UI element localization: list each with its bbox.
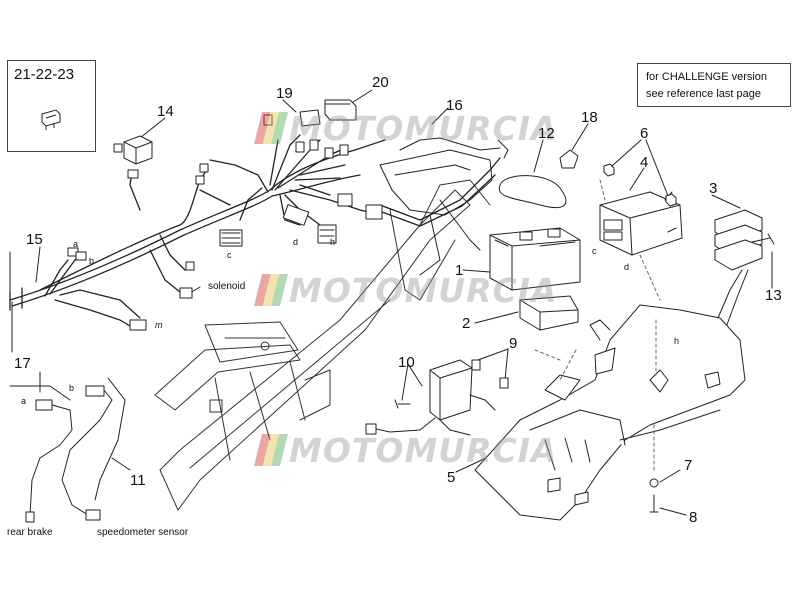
- part-number-1: 1: [455, 262, 464, 279]
- part-number-2b: 2: [462, 315, 471, 332]
- part-number-18: 18: [581, 109, 598, 126]
- part-number-9: 9: [509, 335, 518, 352]
- leader-lines: [35, 89, 773, 516]
- connector-letter-m1: m: [155, 320, 163, 330]
- part-number-13: 13: [765, 287, 782, 304]
- part-number-5: 5: [447, 469, 456, 486]
- watermark-top: MOTOMURCIA: [254, 108, 558, 150]
- part-number-19: 19: [276, 85, 293, 102]
- caption-rear-brake: rear brake: [7, 527, 53, 538]
- connector-letter-h1: h: [330, 237, 336, 247]
- ecu-nuts-6: [603, 163, 677, 207]
- part-number-8: 8: [689, 509, 698, 526]
- fuse-inset-box: 21-22-23: [7, 60, 96, 152]
- side-bracket: [9, 251, 13, 353]
- connector-letter-b1: b: [89, 256, 95, 266]
- part-number-12: 12: [538, 125, 555, 142]
- watermark-middle: MOTOMURCIA: [254, 270, 558, 312]
- rear-brake-switch-17: [9, 385, 73, 523]
- connector-letter-c2: c: [592, 246, 597, 256]
- challenge-note-line1: for CHALLENGE version: [646, 71, 768, 83]
- connector-letter-a2: a: [21, 396, 27, 406]
- harness-connectors: [67, 114, 383, 331]
- connector-letter-c1: c: [227, 250, 232, 260]
- undertray: [474, 304, 746, 521]
- relay-14: [113, 135, 153, 165]
- tail-cowl: [379, 149, 493, 276]
- battery-1: [489, 227, 581, 291]
- part-number-6: 6: [640, 125, 649, 142]
- part-number-4: 4: [640, 154, 649, 171]
- part-number-17: 17: [14, 355, 31, 372]
- battery-cable-16: [399, 137, 509, 159]
- screw-8: [649, 478, 659, 513]
- battery-tray-2: [519, 295, 579, 331]
- part-number-14: 14: [157, 103, 174, 120]
- connector-letter-b2: b: [69, 383, 75, 393]
- connector-letter-d1: d: [293, 237, 299, 247]
- part-number-20: 20: [372, 74, 389, 91]
- part-number-16: 16: [446, 97, 463, 114]
- caption-solenoid: solenoid: [208, 281, 246, 292]
- fuse-icon: [41, 109, 61, 130]
- relay-19: [299, 109, 321, 127]
- connector-letter-d2: d: [624, 262, 630, 272]
- ecu-4: [599, 191, 683, 256]
- fuse-inset-label: 21-22-23: [14, 66, 75, 83]
- watermark-bottom: MOTOMURCIA: [254, 430, 558, 472]
- rubber-band-12: [498, 175, 567, 209]
- challenge-note-line2: see reference last page: [646, 88, 761, 100]
- relay-20: [324, 99, 357, 121]
- rear-frame: [154, 179, 491, 511]
- connector-letter-h2: h: [674, 336, 680, 346]
- speedometer-sensor-11: [61, 377, 126, 521]
- part-number-15: 15: [26, 231, 43, 248]
- caption-speedometer-sensor: speedometer sensor: [97, 527, 189, 538]
- control-module: [365, 359, 509, 436]
- part-number-7: 7: [684, 457, 693, 474]
- relay-18: [559, 149, 579, 169]
- challenge-note-box: for CHALLENGE version see reference last…: [637, 63, 791, 107]
- assembly-guides: [534, 179, 661, 471]
- main-harness: [9, 134, 501, 327]
- part-number-11: 11: [130, 472, 146, 489]
- screw-10: [394, 399, 411, 409]
- part-number-10: 10: [398, 354, 415, 371]
- connector-letter-a1: a: [73, 239, 79, 249]
- part-number-3: 3: [709, 180, 718, 197]
